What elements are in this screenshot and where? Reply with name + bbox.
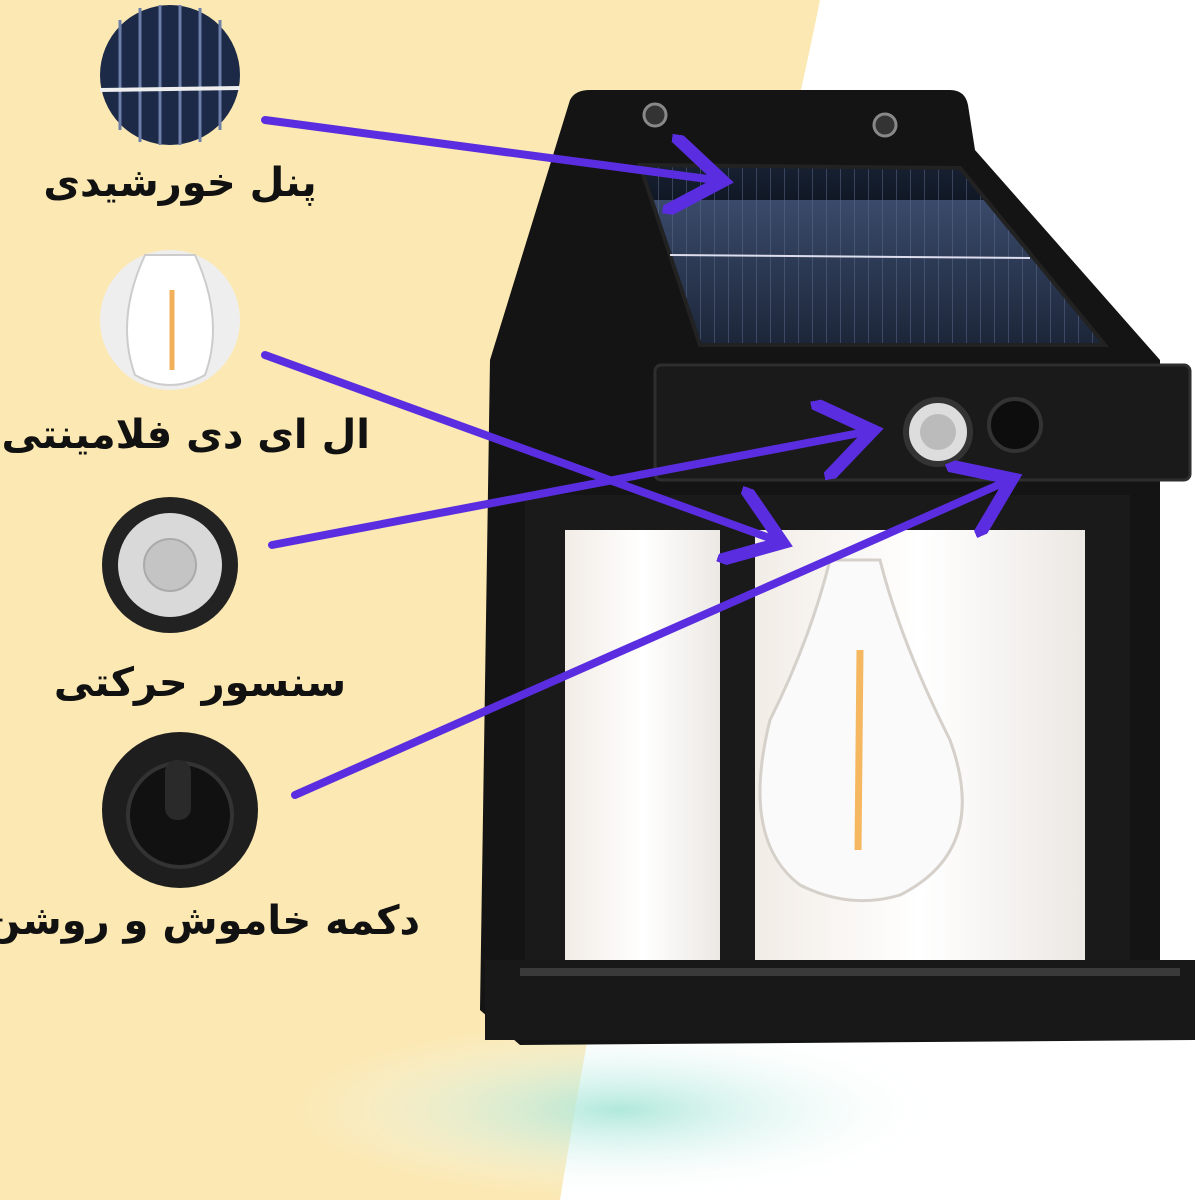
thumb-power-button-icon <box>102 732 258 888</box>
feature-label-filament-led: ال ای دی فلامینتی <box>1 412 370 458</box>
thumb-solar-panel-icon <box>99 5 241 145</box>
arrow-motion-sensor <box>268 432 865 549</box>
thumb-filament-bulb-icon <box>100 250 240 390</box>
arrow-filament <box>261 351 775 540</box>
thumb-motion-sensor-icon <box>102 497 238 633</box>
feature-label-motion-sensor: سنسور حرکتی <box>53 660 347 706</box>
solar-wall-lamp <box>480 90 1195 1045</box>
feature-label-power-button: دکمه خاموش و روشن <box>0 898 420 944</box>
feature-label-solar-panel: پنل خورشیدی <box>43 160 317 206</box>
callout-arrows <box>261 116 1005 799</box>
light-glow <box>290 1020 950 1200</box>
solar-panel <box>637 162 1110 347</box>
arrow-power-button <box>291 482 1005 799</box>
power-switch <box>987 397 1043 453</box>
arrow-solar-panel <box>261 116 715 180</box>
